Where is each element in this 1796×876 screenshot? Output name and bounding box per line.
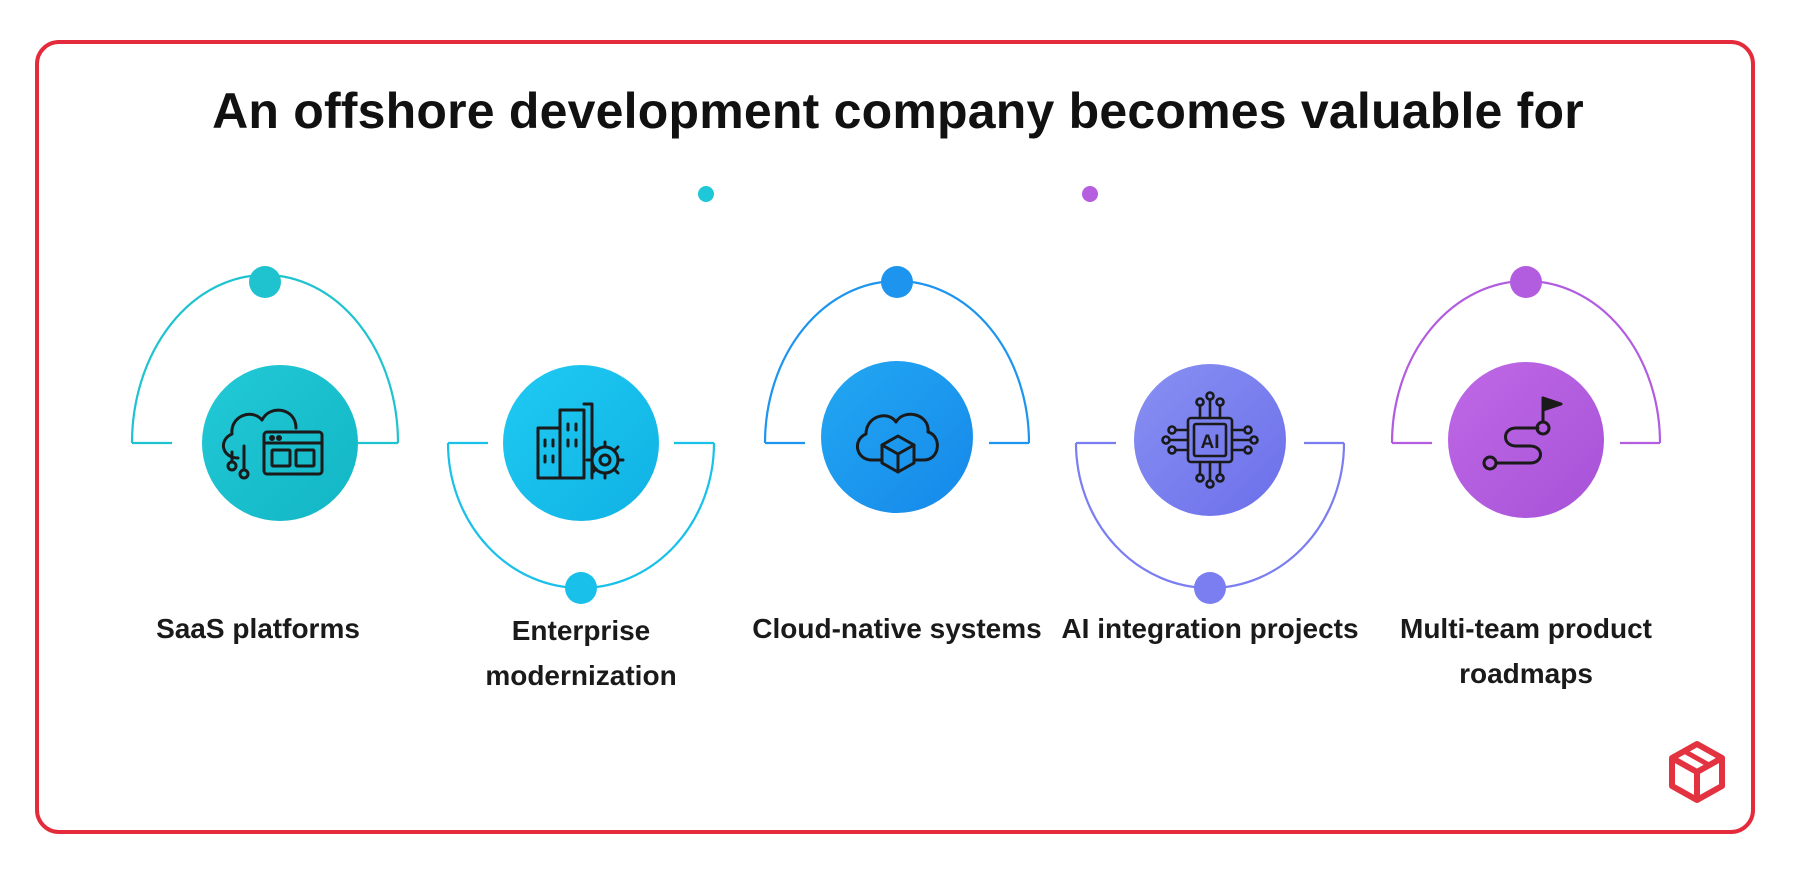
cloud-browser-icon bbox=[222, 408, 324, 480]
stage-3-cloud-native bbox=[763, 266, 1031, 513]
page-title: An offshore development company becomes … bbox=[212, 83, 1584, 139]
stage-2-enterprise bbox=[446, 365, 716, 604]
stage-5-disc bbox=[1448, 362, 1604, 518]
roadmap-flag-icon bbox=[1482, 396, 1563, 471]
stage-4-node bbox=[1194, 572, 1226, 604]
brand-cube-logo-icon bbox=[1669, 741, 1725, 803]
stage-2-node bbox=[565, 572, 597, 604]
stage-4-label: AI integration projects bbox=[1061, 613, 1359, 644]
svg-text:AI: AI bbox=[1201, 432, 1220, 453]
stage-5-roadmaps bbox=[1390, 266, 1662, 518]
stage-1-label: SaaS platforms bbox=[156, 613, 360, 644]
stage-5-label: Multi-team product roadmaps bbox=[1400, 613, 1652, 689]
stage-1-node bbox=[249, 266, 281, 298]
stage-1-saas bbox=[130, 266, 400, 521]
title-divider bbox=[698, 186, 1098, 202]
stage-4-disc bbox=[1134, 364, 1286, 516]
ai-chip-icon: AI bbox=[1161, 391, 1259, 489]
stage-5-node bbox=[1510, 266, 1542, 298]
stage-2-disc bbox=[503, 365, 659, 521]
stage-4-ai: AI bbox=[1074, 364, 1346, 604]
cloud-cube-icon bbox=[856, 412, 939, 474]
stage-3-node bbox=[881, 266, 913, 298]
stage-3-label: Cloud-native systems bbox=[752, 613, 1042, 644]
buildings-gear-icon bbox=[536, 402, 625, 480]
stage-2-label: Enterprise modernization bbox=[485, 615, 677, 691]
